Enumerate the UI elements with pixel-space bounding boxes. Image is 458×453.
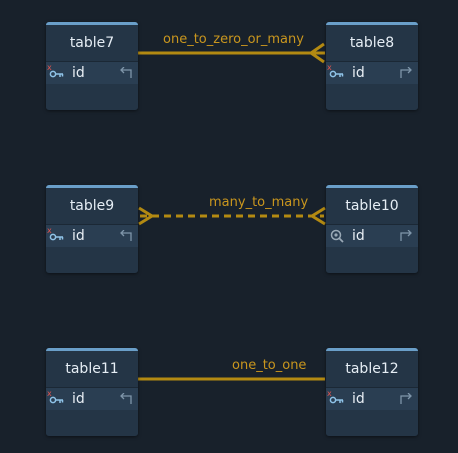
relation-many-to-many[interactable] — [138, 206, 326, 226]
column-name: id — [352, 391, 365, 407]
svg-text:x: x — [327, 63, 332, 72]
column-row[interactable]: id — [326, 225, 418, 247]
column-row[interactable]: x id — [326, 388, 418, 410]
incoming-relation-icon — [120, 67, 132, 78]
key-icon: x — [46, 388, 72, 410]
column-name: id — [72, 228, 85, 244]
relation-label: one_to_one — [232, 358, 307, 373]
table-name: table10 — [345, 198, 399, 214]
table-name: table11 — [65, 361, 119, 377]
table-header[interactable]: table8 — [326, 22, 418, 62]
relation-one-to-zero-or-many[interactable] — [138, 42, 325, 64]
svg-text:x: x — [47, 63, 52, 72]
key-icon: x — [326, 388, 352, 410]
table-name: table12 — [345, 361, 399, 377]
table-node[interactable]: table12 x id — [326, 348, 418, 436]
column-row[interactable]: x id — [46, 388, 138, 410]
column-name: id — [352, 65, 365, 81]
search-key-icon — [326, 225, 352, 247]
relation-label: one_to_zero_or_many — [163, 32, 304, 47]
column-row[interactable]: x id — [46, 225, 138, 247]
table-header[interactable]: table9 — [46, 185, 138, 225]
incoming-relation-icon — [120, 393, 132, 404]
table-header[interactable]: table7 — [46, 22, 138, 62]
outgoing-relation-icon — [400, 67, 412, 78]
incoming-relation-icon — [120, 230, 132, 241]
table-name: table9 — [69, 198, 115, 214]
table-header[interactable]: table10 — [326, 185, 418, 225]
crowfoot-left-icon — [138, 206, 155, 226]
column-name: id — [352, 228, 365, 244]
table-name: table7 — [69, 35, 115, 51]
column-name: id — [72, 65, 85, 81]
key-icon: x — [46, 225, 72, 247]
table-header[interactable]: table12 — [326, 348, 418, 388]
column-row[interactable]: x id — [46, 62, 138, 84]
table-node[interactable]: table10 id — [326, 185, 418, 273]
svg-text:x: x — [47, 389, 52, 398]
svg-text:x: x — [47, 226, 52, 235]
key-icon: x — [46, 62, 72, 84]
table-node[interactable]: table7 x id — [46, 22, 138, 110]
outgoing-relation-icon — [400, 393, 412, 404]
svg-text:x: x — [327, 389, 332, 398]
table-node[interactable]: table9 x id — [46, 185, 138, 273]
column-name: id — [72, 391, 85, 407]
outgoing-relation-icon — [400, 230, 412, 241]
table-header[interactable]: table11 — [46, 348, 138, 388]
relation-label: many_to_many — [209, 195, 309, 210]
column-row[interactable]: x id — [326, 62, 418, 84]
crowfoot-right-icon — [309, 206, 326, 226]
table-name: table8 — [349, 35, 395, 51]
table-node[interactable]: table11 x id — [46, 348, 138, 436]
key-icon: x — [326, 62, 352, 84]
table-node[interactable]: table8 x id — [326, 22, 418, 110]
